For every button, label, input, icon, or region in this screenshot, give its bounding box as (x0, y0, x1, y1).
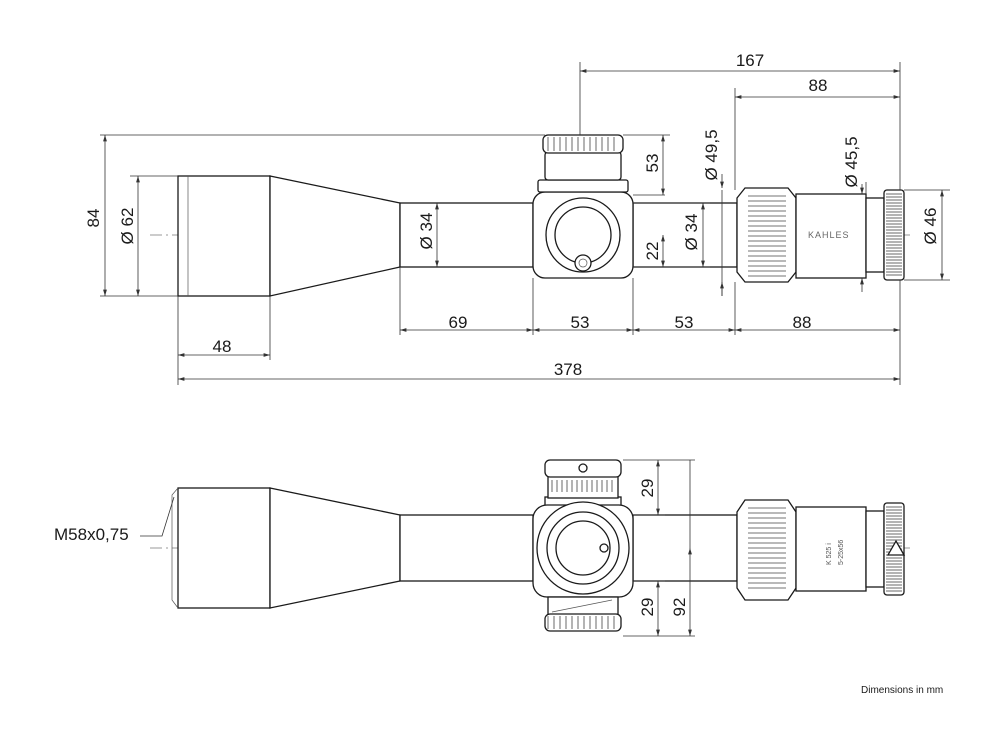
main-tube-side-right (632, 514, 738, 582)
dim-29-top: 29 (638, 479, 657, 498)
top-view: KAHLES (84, 51, 950, 385)
dim-dia-62: Ø 62 (118, 208, 137, 245)
dim-dia-49-5: Ø 49,5 (702, 129, 721, 180)
dim-88-bottom: 88 (793, 313, 812, 332)
turret-saddle (532, 134, 634, 279)
turret-block-side (532, 459, 634, 632)
dim-53-b: 53 (675, 313, 694, 332)
main-tube-side (399, 514, 534, 582)
model-label: K 525 i (826, 543, 833, 565)
units-note: Dimensions in mm (861, 685, 943, 696)
spec-label: 5-25x56 (838, 540, 845, 565)
dim-167: 167 (736, 51, 764, 70)
dim-53-a: 53 (571, 313, 590, 332)
dim-92: 92 (670, 598, 689, 617)
objective-bell-side (171, 487, 401, 609)
eyepiece-knurl-side (886, 506, 902, 592)
brand-label: KAHLES (808, 230, 850, 240)
parallax-knurl (547, 616, 615, 629)
main-tube (399, 202, 738, 268)
dim-53-turret: 53 (643, 154, 662, 173)
ring-grip-side (748, 507, 786, 589)
ring-grip (748, 195, 786, 277)
power-ring-side (736, 499, 797, 601)
elevation-scale (551, 480, 613, 492)
elevation-knurl (547, 137, 615, 151)
dim-dia-45-5: Ø 45,5 (842, 136, 861, 187)
thread-label: M58x0,75 (54, 525, 129, 544)
dim-84: 84 (84, 209, 103, 228)
dim-22: 22 (643, 242, 662, 261)
dim-378: 378 (554, 360, 582, 379)
warning-triangle-icon (886, 539, 906, 556)
dim-29-bottom: 29 (638, 598, 657, 617)
dim-dia-46: Ø 46 (921, 208, 940, 245)
dim-88-top: 88 (809, 76, 828, 95)
eyepiece-knurl (886, 193, 902, 276)
dim-dia-34-right: Ø 34 (682, 214, 701, 251)
eyepiece-side: K 525 i 5-25x56 (795, 502, 906, 596)
dim-dia-34-left: Ø 34 (417, 213, 436, 250)
dim-48: 48 (213, 337, 232, 356)
dim-69: 69 (449, 313, 468, 332)
power-ring (736, 187, 797, 283)
side-view: K 525 i 5-25x56 29 29 92 M58x0,75 (54, 459, 910, 637)
eyepiece: KAHLES (795, 189, 905, 281)
objective-bell (177, 175, 401, 297)
